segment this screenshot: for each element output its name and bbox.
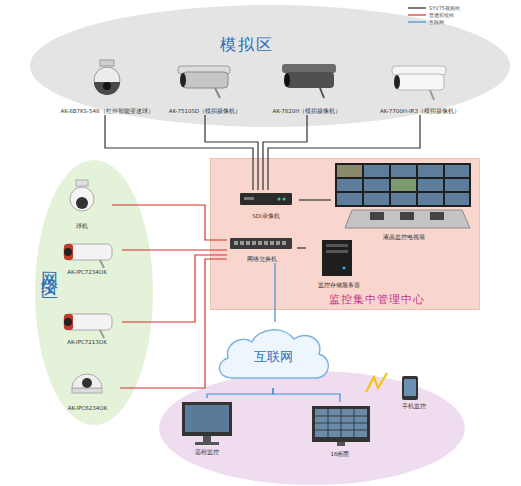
legend-text: 互联网 bbox=[429, 19, 444, 25]
ellipse-outline bbox=[35, 160, 153, 425]
cloud-shape bbox=[219, 330, 328, 378]
recorder-device bbox=[240, 193, 292, 205]
connector bbox=[273, 388, 340, 402]
video-wall bbox=[335, 163, 471, 228]
camera-node: 球机 bbox=[52, 178, 112, 230]
legend: SYV75视频线普通双绞线互联网 bbox=[408, 4, 460, 25]
legend-text: 普通双绞线 bbox=[429, 12, 454, 18]
node-label: AK-IPC7234OK bbox=[67, 269, 107, 276]
node-label: AK-IPC7213OK bbox=[67, 339, 107, 346]
bullet-camera bbox=[178, 66, 230, 98]
connector bbox=[112, 205, 227, 240]
node-label: 远程监控 bbox=[195, 449, 219, 456]
ellipse-fill bbox=[30, 5, 510, 127]
node-label: 互联网 bbox=[254, 348, 293, 366]
connector bbox=[205, 115, 258, 190]
device-node: 网络交换机 bbox=[227, 235, 297, 263]
node-label: AK-7510SD（模拟摄像机） bbox=[169, 108, 242, 115]
bullet-camera bbox=[392, 66, 446, 100]
connector bbox=[105, 115, 253, 190]
server-tower bbox=[322, 240, 352, 276]
node-label: AK-8B7KS-548（红外智能变速球） bbox=[60, 108, 153, 115]
node-label: AK-IPC6234OK bbox=[68, 405, 108, 412]
network-dome-camera bbox=[70, 180, 94, 211]
split-monitor bbox=[312, 406, 370, 446]
legend-row: SYV75视频线 bbox=[408, 4, 460, 11]
connector bbox=[120, 259, 227, 388]
wireless-symbol bbox=[366, 373, 387, 392]
mobile-phone bbox=[402, 376, 418, 400]
network-bullet-camera bbox=[64, 244, 112, 268]
connector bbox=[263, 115, 307, 190]
node-label: 手机监控 bbox=[402, 403, 426, 410]
device-node: 手机监控 bbox=[392, 372, 436, 410]
network-dome-camera bbox=[72, 374, 102, 393]
node-label: 16画面 bbox=[331, 451, 350, 458]
speed-dome-camera bbox=[94, 60, 120, 95]
node-label: 球机 bbox=[76, 223, 88, 230]
node-label: AK-7820H（模拟摄像机） bbox=[273, 108, 342, 115]
bullet-camera bbox=[282, 64, 336, 98]
node-label: AK-7700H-IR3（模拟摄像机） bbox=[380, 108, 460, 115]
legend-line-sample bbox=[408, 6, 426, 10]
legend-line bbox=[408, 21, 426, 22]
remote-monitor bbox=[182, 402, 232, 445]
camera-node: AK-IPC7213OK bbox=[52, 308, 122, 346]
legend-line bbox=[408, 14, 426, 15]
switch-device bbox=[230, 238, 292, 249]
remote-zone-ellipse bbox=[159, 371, 465, 485]
node-label: SDI录像机 bbox=[252, 213, 279, 220]
legend-row: 普通双绞线 bbox=[408, 11, 460, 18]
device-node: 液晶监控电视墙 bbox=[331, 163, 476, 241]
connector bbox=[299, 199, 331, 200]
camera-node: AK-7700H-IR3（模拟摄像机） bbox=[375, 58, 465, 115]
legend-row: 互联网 bbox=[408, 18, 460, 25]
camera-node: AK-7820H（模拟摄像机） bbox=[263, 58, 351, 115]
connector bbox=[274, 263, 275, 322]
connector bbox=[297, 247, 306, 248]
legend-line-sample bbox=[408, 13, 426, 17]
network-bullet-camera bbox=[64, 314, 112, 338]
node-label: 液晶监控电视墙 bbox=[383, 234, 425, 241]
ellipse-fill bbox=[35, 160, 153, 425]
legend-line bbox=[408, 7, 426, 8]
node-label: 网络交换机 bbox=[247, 256, 277, 263]
connector bbox=[207, 388, 273, 398]
connector bbox=[268, 115, 420, 190]
camera-node: AK-IPC6234OK bbox=[55, 368, 120, 412]
camera-node: AK-IPC7234OK bbox=[52, 238, 122, 276]
legend-text: SYV75视频线 bbox=[429, 5, 460, 11]
camera-node: AK-7510SD（模拟摄像机） bbox=[160, 58, 250, 115]
connector bbox=[122, 249, 227, 250]
center-box: SDI录像机网络交换机 液晶监控电视墙监控存储服务器监控集中管理中心 bbox=[210, 158, 480, 310]
device-node: 16画面 bbox=[302, 402, 378, 458]
legend-line-sample bbox=[408, 20, 426, 24]
device-node: 远程监控 bbox=[172, 398, 242, 456]
node-label: 模拟区 bbox=[220, 35, 274, 56]
node-label: 监控存储服务器 bbox=[318, 282, 360, 289]
device-node: 监控存储服务器 bbox=[306, 239, 372, 289]
connector bbox=[122, 255, 227, 322]
zone-ellipse: 球机 AK-IPC7234OK AK-IPC7213OK AK-IPC6234OK 网络… bbox=[35, 160, 153, 425]
internet-cloud: 互联网 bbox=[212, 322, 334, 388]
device-node: SDI录像机 bbox=[233, 190, 299, 220]
node-label: 网络区 bbox=[39, 258, 62, 276]
node-label: 监控集中管理中心 bbox=[329, 292, 425, 307]
camera-node: AK-8B7KS-548（红外智能变速球） bbox=[62, 58, 152, 115]
